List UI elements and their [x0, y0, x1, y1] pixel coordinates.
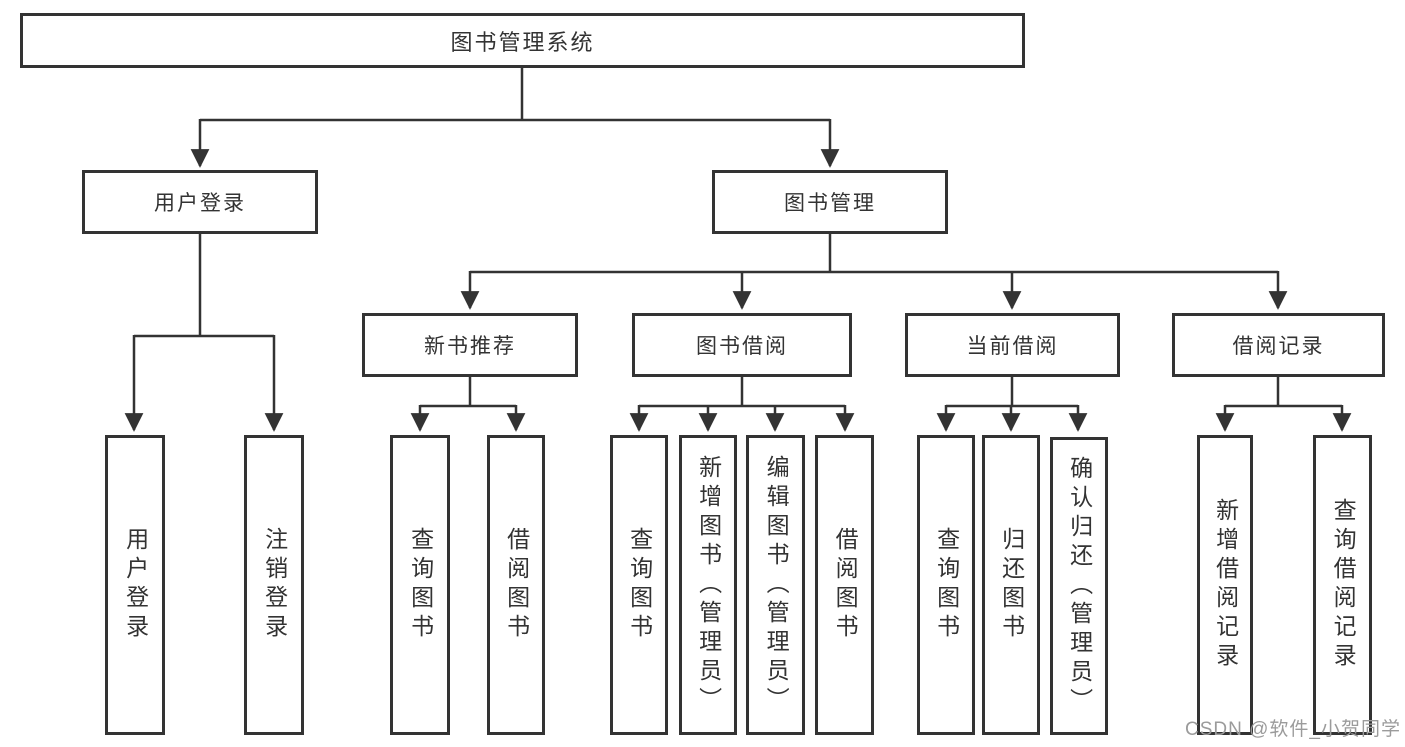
node-book-management: 图书管理	[712, 170, 948, 234]
watermark: CSDN @软件_小贺同学	[1185, 719, 1401, 740]
node-label: 用户登录	[154, 192, 246, 215]
node-label: 查询图书	[407, 527, 434, 643]
leaf-borrow-books-recommend: 借阅图书	[487, 435, 545, 735]
node-borrowing-records: 借阅记录	[1172, 313, 1385, 377]
leaf-logout-login: 注销登录	[244, 435, 304, 735]
node-user-login: 用户登录	[82, 170, 318, 234]
leaf-query-borrow-record: 查询借阅记录	[1313, 435, 1372, 735]
node-label: 查询图书	[626, 527, 653, 643]
node-label: 借阅记录	[1232, 335, 1325, 358]
leaf-query-books-current: 查询图书	[917, 435, 975, 735]
node-label: 注销登录	[261, 527, 288, 643]
node-label: 新增借阅记录	[1212, 498, 1239, 672]
node-current-borrowing: 当前借阅	[905, 313, 1120, 377]
leaf-edit-books-admin: 编辑图书（管理员）	[746, 435, 805, 735]
node-label: 图书借阅	[696, 335, 788, 358]
leaf-user-login: 用户登录	[105, 435, 165, 735]
node-library-management-system: 图书管理系统	[20, 13, 1025, 68]
node-label: 用户登录	[122, 527, 149, 643]
node-label: 新书推荐	[424, 335, 516, 358]
node-new-book-recommendation: 新书推荐	[362, 313, 578, 377]
node-book-borrowing: 图书借阅	[632, 313, 852, 377]
node-label: 查询图书	[933, 527, 960, 643]
leaf-add-borrow-record: 新增借阅记录	[1197, 435, 1253, 735]
node-label: 新增图书（管理员）	[695, 454, 722, 716]
leaf-query-books-recommend: 查询图书	[390, 435, 450, 735]
leaf-query-books-borrowing: 查询图书	[610, 435, 668, 735]
leaf-confirm-return-admin: 确认归还（管理员）	[1050, 437, 1108, 735]
node-label: 归还图书	[998, 527, 1025, 643]
node-label: 图书管理系统	[450, 29, 595, 55]
leaf-return-books: 归还图书	[982, 435, 1040, 735]
node-label: 借阅图书	[832, 527, 859, 643]
node-label: 借阅图书	[503, 527, 530, 643]
node-label: 查询借阅记录	[1330, 498, 1357, 672]
leaf-add-books-admin: 新增图书（管理员）	[679, 435, 737, 735]
leaf-borrow-books-borrowing: 借阅图书	[815, 435, 874, 735]
node-label: 当前借阅	[966, 335, 1059, 358]
node-label: 编辑图书（管理员）	[763, 454, 790, 716]
node-label: 确认归还（管理员）	[1066, 455, 1093, 717]
node-label: 图书管理	[784, 192, 876, 215]
